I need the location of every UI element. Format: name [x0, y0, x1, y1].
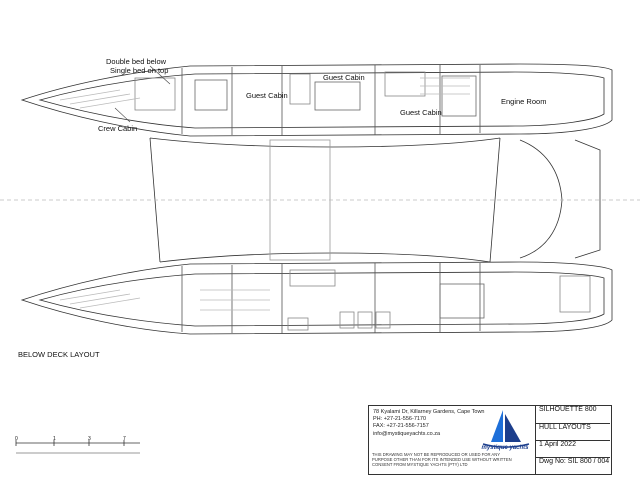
copyright-note: THIS DRAWING MAY NOT BE REPRODUCED OR US…: [372, 452, 512, 467]
title-block: 78 Kyalami Dr, Killarney Gardens, Cape T…: [368, 405, 612, 475]
drawing-number: Dwg No: SIL 800 / 004: [535, 457, 610, 474]
berth-3: [441, 75, 477, 117]
sail-icon: [482, 410, 530, 448]
upper-hull-outline: [20, 63, 613, 137]
lower-hull-outline: [20, 261, 613, 335]
guest-cabin-label-2: Guest Cabin: [323, 73, 365, 82]
berth-2: [314, 81, 361, 111]
crew-cabin-label: Crew Cabin: [98, 124, 138, 133]
scale-tick-1: 1: [53, 436, 56, 442]
engine-room-label: Engine Room: [501, 97, 547, 106]
single-bed-label: Single bed on top: [110, 66, 169, 75]
upper-hull-inner: [38, 71, 605, 129]
phone: PH: +27-21-556-7170: [373, 416, 427, 423]
email: info@mystiqueyachts.co.za: [373, 430, 441, 437]
fax: FAX: +27-21-556-7157: [373, 423, 429, 430]
company-contact: 78 Kyalami Dr, Killarney Gardens, Cape T…: [373, 409, 484, 438]
scale-tick-0: 0: [15, 436, 18, 442]
below-deck-layout-heading: BELOW DECK LAYOUT: [18, 350, 100, 359]
guest-cabin-label-1: Guest Cabin: [246, 91, 288, 100]
scale-tick-3: 3: [88, 436, 91, 442]
drawing-date: 1 April 2022: [535, 440, 610, 457]
sheet-title: HULL LAYOUTS: [535, 423, 610, 440]
brand-name: mystique yachts: [481, 445, 529, 451]
guest-cabin-label-3: Guest Cabin: [400, 108, 442, 117]
scale-bar: [15, 440, 140, 454]
scale-tick-7: 7: [123, 436, 126, 442]
address: 78 Kyalami Dr, Killarney Gardens, Cape T…: [373, 409, 485, 415]
berth-1: [194, 79, 228, 111]
model-name: SILHOUETTE 800: [535, 406, 610, 423]
double-bed-label: Double bed below: [106, 57, 167, 66]
stern-steps: [519, 139, 601, 259]
lower-hull-inner: [38, 271, 605, 327]
berth-4: [439, 283, 485, 319]
mystique-yachts-logo: mystique yachts: [477, 408, 533, 454]
